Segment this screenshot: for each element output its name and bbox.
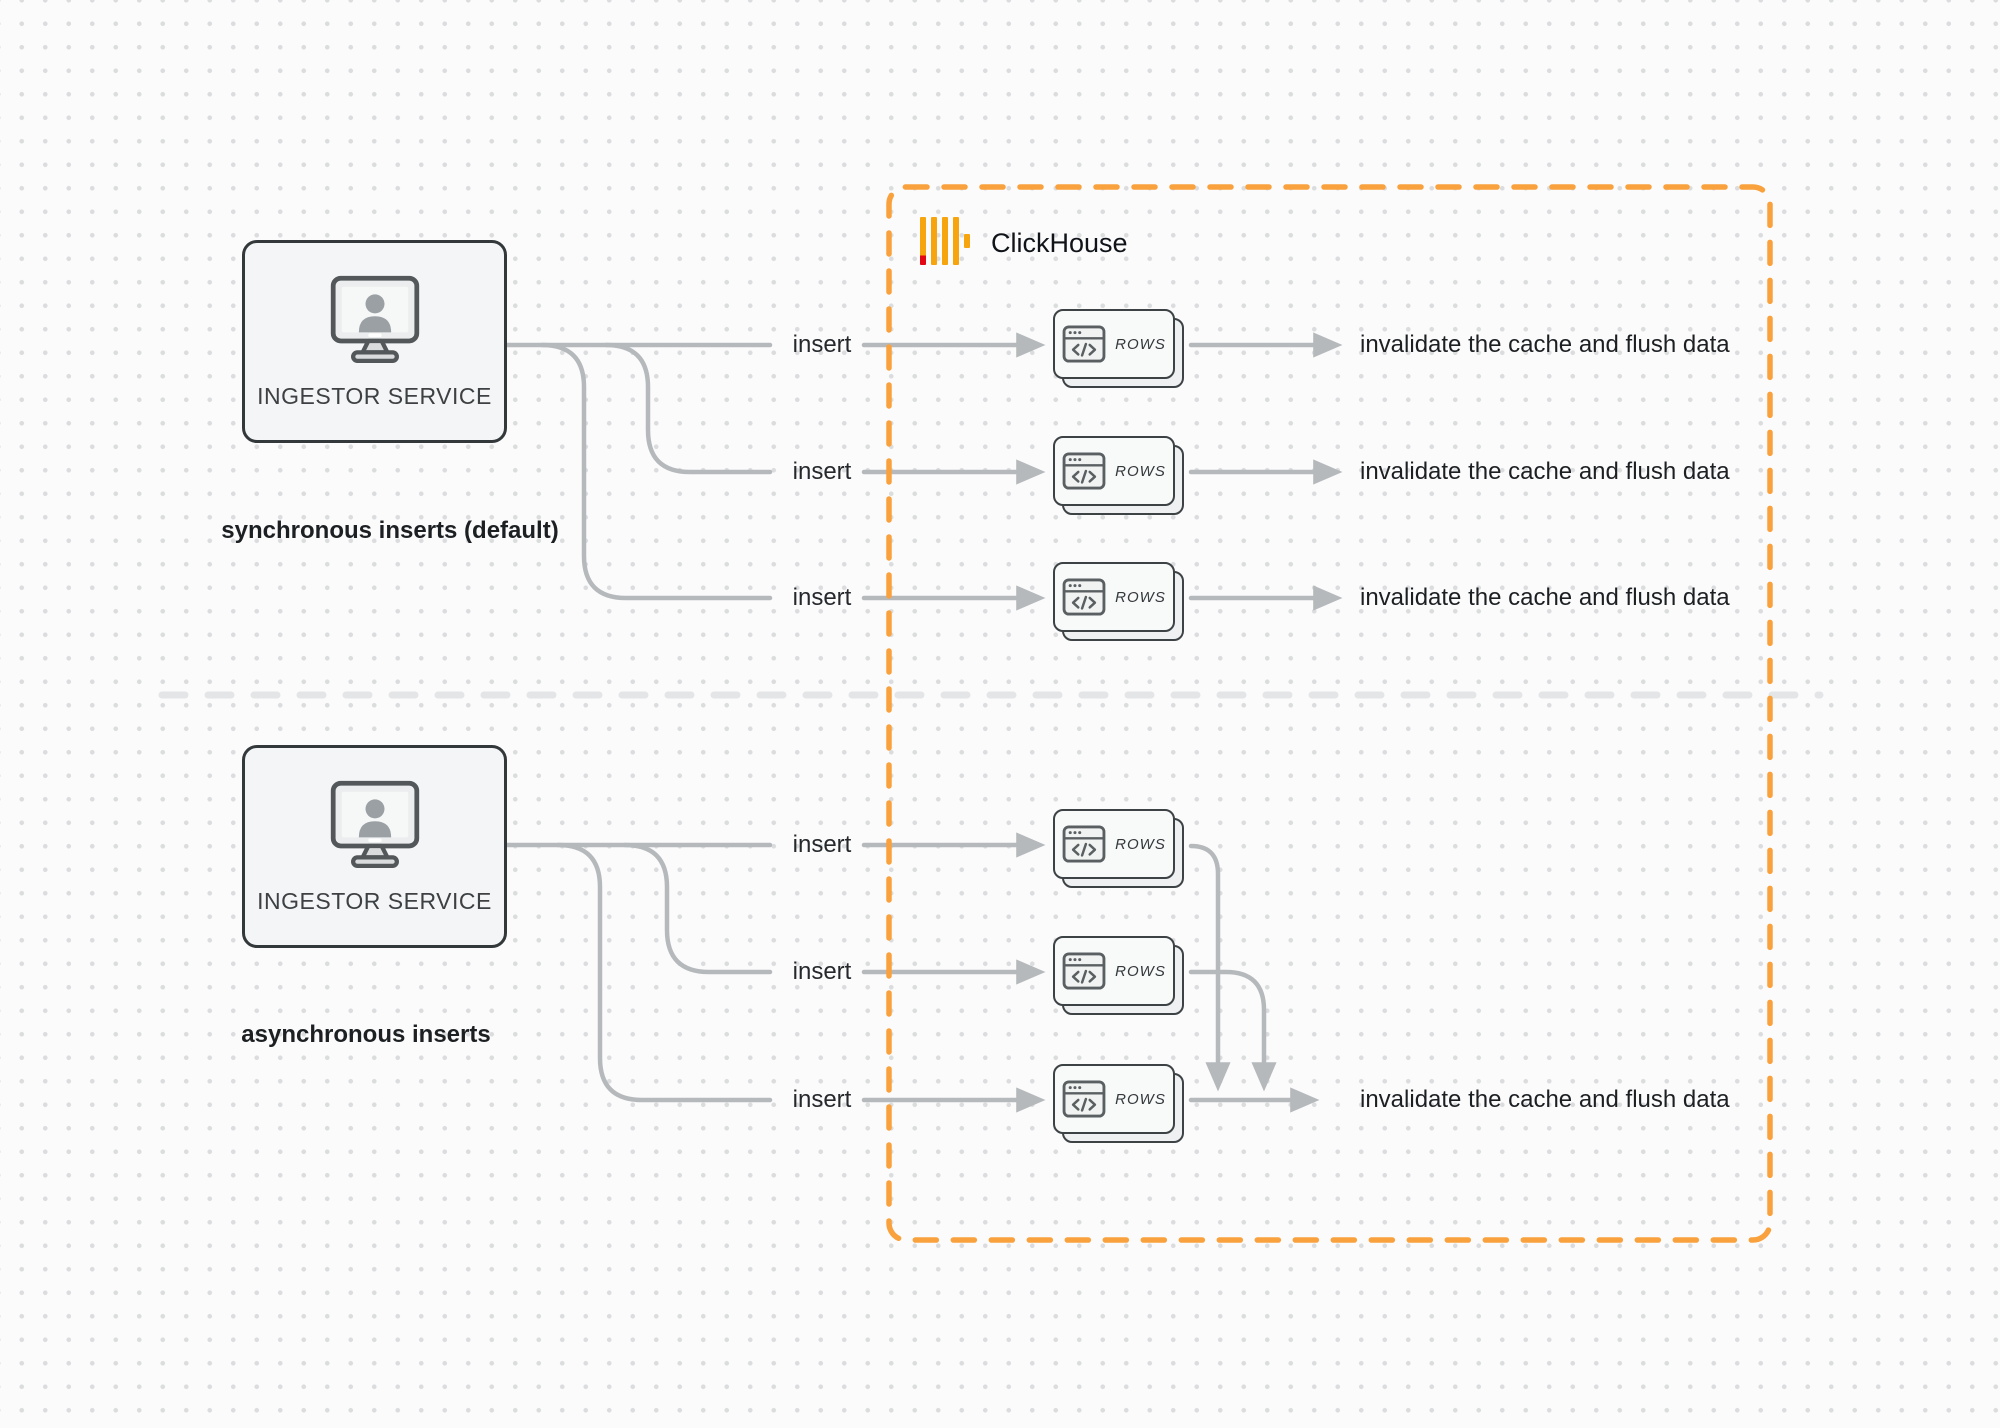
logo-bar-short <box>964 234 970 248</box>
rows-card: ROWS <box>1053 936 1175 1006</box>
ingestor-service-label: INGESTOR SERVICE <box>257 888 492 914</box>
rows-block: ROWS <box>1053 936 1184 1015</box>
code-window-icon <box>1062 452 1106 490</box>
code-window-icon <box>1062 578 1106 616</box>
result-label: invalidate the cache and flush data <box>1360 331 1730 358</box>
rows-block: ROWS <box>1053 562 1184 641</box>
insert-label: insert <box>792 458 852 485</box>
rows-label: ROWS <box>1115 335 1166 353</box>
rows-card: ROWS <box>1053 809 1175 879</box>
rows-block: ROWS <box>1053 436 1184 515</box>
rows-label: ROWS <box>1115 835 1166 853</box>
result-label: invalidate the cache and flush data <box>1360 1086 1730 1113</box>
async-caption: asynchronous inserts <box>241 1021 491 1048</box>
insert-label: insert <box>792 1086 852 1113</box>
code-window-icon <box>1062 1080 1106 1118</box>
sync-connectors <box>504 332 1343 611</box>
logo-bar <box>942 217 948 265</box>
rows-card: ROWS <box>1053 1064 1175 1134</box>
rows-block: ROWS <box>1053 1064 1184 1143</box>
rows-label: ROWS <box>1115 462 1166 480</box>
insert-label: insert <box>792 331 852 358</box>
rows-label: ROWS <box>1115 962 1166 980</box>
monitor-user-icon <box>330 275 419 364</box>
rows-card: ROWS <box>1053 436 1175 506</box>
result-label: invalidate the cache and flush data <box>1360 458 1730 485</box>
code-window-icon <box>1062 825 1106 863</box>
code-window-icon <box>1062 952 1106 990</box>
sync-caption: synchronous inserts (default) <box>221 517 559 544</box>
rows-card: ROWS <box>1053 562 1175 632</box>
clickhouse-title: ClickHouse <box>991 228 1128 258</box>
insert-label: insert <box>792 958 852 985</box>
result-label: invalidate the cache and flush data <box>1360 584 1730 611</box>
logo-bar <box>920 217 926 265</box>
clickhouse-logo-icon <box>920 217 970 265</box>
ingestor-service-box-async: INGESTOR SERVICE <box>242 745 507 948</box>
rows-label: ROWS <box>1115 588 1166 606</box>
ingestor-service-box-sync: INGESTOR SERVICE <box>242 240 507 443</box>
monitor-user-icon <box>330 780 419 869</box>
rows-block: ROWS <box>1053 309 1184 388</box>
logo-bar <box>931 217 937 265</box>
logo-bar <box>953 217 959 265</box>
rows-card: ROWS <box>1053 309 1175 379</box>
ingestor-service-label: INGESTOR SERVICE <box>257 383 492 409</box>
code-window-icon <box>1062 325 1106 363</box>
rows-label: ROWS <box>1115 1090 1166 1108</box>
rows-block: ROWS <box>1053 809 1184 888</box>
insert-label: insert <box>792 584 852 611</box>
insert-label: insert <box>792 831 852 858</box>
